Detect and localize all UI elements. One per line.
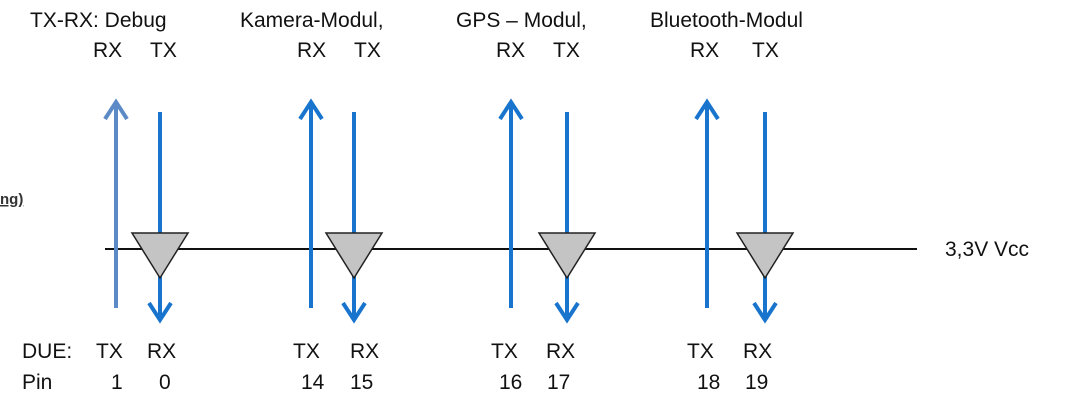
module-rx-label: RX — [93, 39, 122, 62]
up-arrow — [498, 98, 524, 308]
module-title: Kamera-Modul, — [240, 9, 384, 32]
module-tx-label: TX — [354, 39, 381, 62]
module-kamera: Kamera-Modul, RX TX — [240, 9, 384, 324]
due-pin-left: TX — [293, 340, 320, 363]
module-title: GPS – Modul, — [456, 9, 587, 32]
module-tx-label: TX — [752, 39, 779, 62]
due-pin-right: RX — [546, 340, 575, 363]
module-tx-label: TX — [150, 39, 177, 62]
module-title: TX-RX: Debug — [30, 9, 167, 32]
module-tx-label: TX — [553, 39, 580, 62]
module-rx-label: RX — [496, 39, 525, 62]
module-bluetooth: Bluetooth-Modul RX TX — [650, 9, 803, 324]
buffer-triangle — [324, 232, 384, 280]
down-arrow — [554, 112, 580, 324]
vcc-label: 3,3V Vcc — [945, 238, 1029, 261]
pin-number-left: 1 — [111, 371, 123, 394]
up-arrow — [103, 98, 129, 308]
up-arrow — [298, 98, 324, 308]
pin-number-left: 16 — [499, 371, 522, 394]
pin-number-right: 17 — [547, 371, 570, 394]
due-pin-right: RX — [350, 340, 379, 363]
module-title: Bluetooth-Modul — [650, 9, 803, 32]
pin-number-right: 0 — [159, 371, 171, 394]
pin-number-left: 18 — [697, 371, 720, 394]
module-rx-label: RX — [297, 39, 326, 62]
pin-number-left: 14 — [301, 371, 325, 394]
module-debug: TX-RX: Debug RX TX — [30, 9, 190, 324]
due-pin-left: TX — [491, 340, 518, 363]
down-arrow — [752, 112, 778, 324]
pin-label: Pin — [22, 371, 52, 394]
down-arrow — [341, 112, 367, 324]
module-rx-label: RX — [690, 39, 719, 62]
buffer-triangle — [735, 232, 795, 280]
due-pin-left: TX — [687, 340, 714, 363]
buffer-triangle — [537, 232, 597, 280]
module-gps: GPS – Modul, RX TX — [456, 9, 597, 324]
due-pin-right: RX — [743, 340, 772, 363]
due-label: DUE: — [22, 340, 72, 363]
due-pin-left: TX — [96, 340, 123, 363]
buffer-triangle — [130, 232, 190, 280]
pin-number-right: 19 — [745, 371, 768, 394]
down-arrow — [147, 112, 173, 324]
up-arrow — [694, 98, 720, 308]
due-pin-right: RX — [147, 340, 176, 363]
partial-label: ng) — [0, 191, 23, 208]
pin-number-right: 15 — [350, 371, 373, 394]
